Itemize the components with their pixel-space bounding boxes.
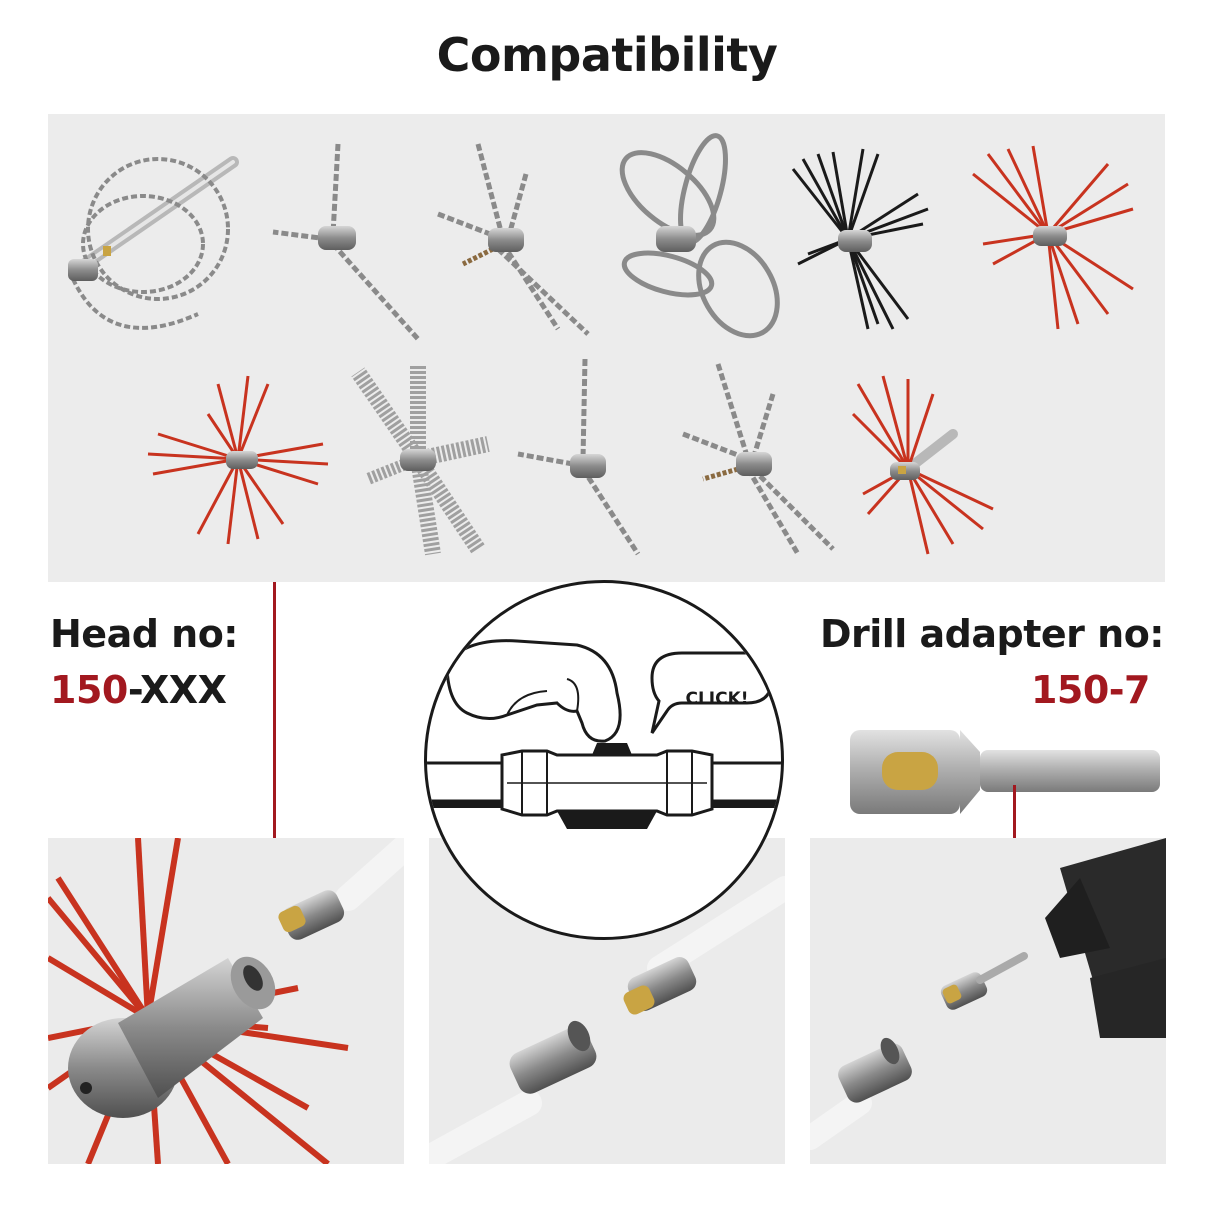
heads-gallery xyxy=(48,114,1165,582)
drill-connection-panel xyxy=(810,838,1166,1164)
drill-adapter-image xyxy=(850,730,1160,814)
drill-connector-line xyxy=(1013,785,1016,838)
head-number-suffix: -XXX xyxy=(127,668,227,712)
page-title: Compatibility xyxy=(436,28,778,82)
four-chain-head xyxy=(437,143,590,336)
drill-adapter-number: 150-7 xyxy=(1030,668,1151,712)
three-chain-head-small xyxy=(517,358,641,556)
head-number-prefix: 150 xyxy=(50,668,128,712)
wire-brush-head xyxy=(351,364,490,556)
four-chain-head-small xyxy=(682,363,835,556)
head-label: Head no: xyxy=(50,612,239,656)
red-bristle-head xyxy=(972,145,1134,330)
black-bristle-head xyxy=(791,148,929,330)
head-connector-line xyxy=(273,582,276,838)
red-bristle-rod-head xyxy=(851,375,994,555)
three-chain-head xyxy=(272,143,420,341)
head-number: 150-XXX xyxy=(50,668,227,712)
red-bristle-star-head xyxy=(147,375,329,545)
click-illustration: CLICK! xyxy=(424,580,784,940)
chain-rod-head xyxy=(68,156,239,330)
drill-adapter-label: Drill adapter no: xyxy=(819,612,1165,656)
click-text: CLICK! xyxy=(685,689,749,709)
head-closeup-panel xyxy=(48,838,404,1164)
wire-loop-head xyxy=(619,133,780,339)
